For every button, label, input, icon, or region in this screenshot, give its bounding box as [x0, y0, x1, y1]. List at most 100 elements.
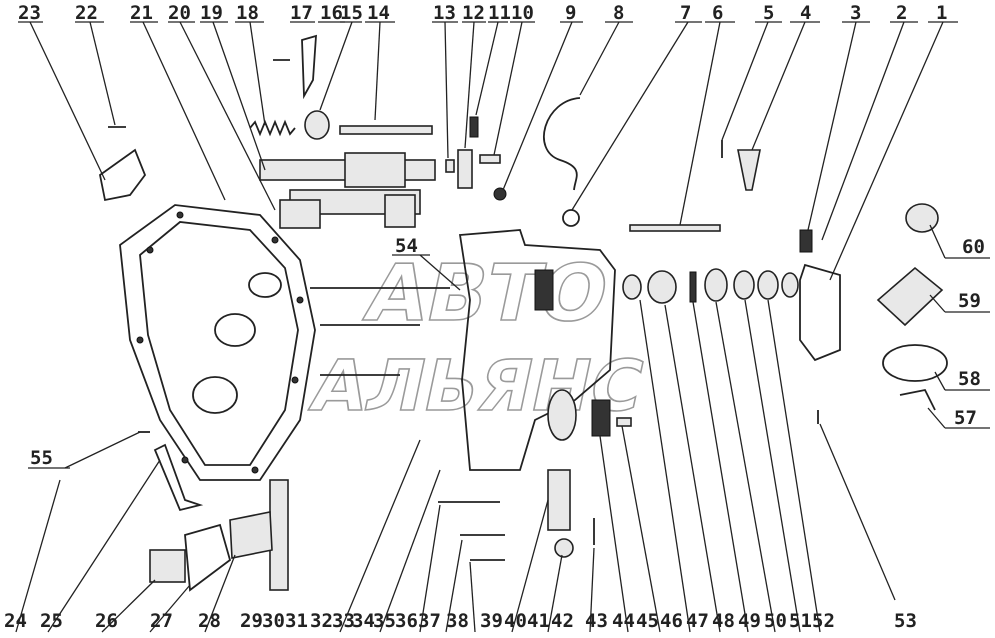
bottom-labels: 24 25 26 27 28 29 30 31 32 33 34 35 36 3… [4, 610, 917, 632]
o-ring [562, 209, 580, 227]
part-label: 34 [352, 610, 375, 632]
part-label: 8 [613, 2, 624, 24]
part-label: 43 [585, 610, 608, 632]
block-part [469, 116, 479, 138]
part-label: 19 [200, 2, 223, 24]
part-label: 25 [40, 610, 63, 632]
block-26 [149, 549, 186, 583]
part-label: 44 [612, 610, 635, 632]
gearbox-case [458, 229, 616, 471]
part-label: 58 [958, 368, 981, 390]
part-label: 3 [850, 2, 861, 24]
leader-lines [15, 21, 990, 633]
part-label: 48 [712, 610, 735, 632]
pin-47 [616, 417, 632, 427]
part-label: 57 [954, 407, 977, 429]
fork-part [301, 34, 317, 100]
part-label: 16 [320, 2, 343, 24]
right-labels: 60 59 58 57 [954, 236, 985, 429]
part-label: 53 [894, 610, 917, 632]
part-label: 39 [480, 610, 503, 632]
bearing-45 [547, 389, 577, 441]
part-label: 47 [686, 610, 709, 632]
part-label: 27 [150, 610, 173, 632]
part-label: 31 [285, 610, 308, 632]
part-label: 46 [660, 610, 683, 632]
part-label: 9 [565, 2, 576, 24]
part-label: 26 [95, 610, 118, 632]
bushing-59 [876, 266, 944, 327]
bolt-part [479, 154, 501, 164]
part-label: 11 [488, 2, 511, 24]
left-labels: 55 [30, 447, 53, 469]
part-label: 12 [462, 2, 485, 24]
hub-28 [229, 511, 273, 559]
ring-58 [882, 344, 948, 382]
plate-part [457, 149, 473, 189]
part-label: 37 [418, 610, 441, 632]
top-labels: 23 22 21 20 19 18 17 16 15 14 13 12 11 1… [18, 2, 947, 24]
part-label: 52 [812, 610, 835, 632]
part-label: 33 [332, 610, 355, 632]
part-label: 59 [958, 290, 981, 312]
part-label: 28 [198, 610, 221, 632]
part-label: 41 [527, 610, 550, 632]
clip-57 [899, 388, 936, 411]
part-label: 40 [504, 610, 527, 632]
spring-part [249, 119, 296, 137]
part-label: 29 [240, 610, 263, 632]
nut-part [493, 187, 507, 201]
lever-25 [153, 443, 204, 512]
bearing-stack [622, 268, 799, 304]
plug-43 [554, 538, 574, 558]
part-label: 51 [789, 610, 812, 632]
part-label: 22 [75, 2, 98, 24]
clip-3 [799, 229, 813, 253]
part-label: 60 [962, 236, 985, 258]
bracket-27 [184, 523, 232, 592]
end-cover [799, 263, 841, 362]
clip-part [445, 159, 455, 173]
part-label: 17 [290, 2, 313, 24]
bracket-part [99, 148, 147, 202]
transmission-housing [119, 204, 316, 481]
part-label: 49 [738, 610, 761, 632]
part-label: 54 [395, 235, 418, 257]
part-label: 13 [433, 2, 456, 24]
part-label: 32 [310, 610, 333, 632]
sensor-42 [547, 469, 571, 531]
part-label: 23 [18, 2, 41, 24]
wedge-part [737, 149, 761, 191]
part-label: 45 [636, 610, 659, 632]
part-label: 36 [395, 610, 418, 632]
center-labels: 54 [395, 235, 418, 257]
long-rod [629, 224, 721, 232]
part-label: 30 [262, 610, 285, 632]
small-gear-part [304, 110, 330, 140]
part-label: 38 [446, 610, 469, 632]
part-label: 20 [168, 2, 191, 24]
part-label: 24 [4, 610, 27, 632]
seal-60 [905, 203, 939, 233]
part-label: 50 [764, 610, 787, 632]
part-label: 5 [763, 2, 774, 24]
sensor-cable [543, 97, 581, 191]
part-label: 4 [800, 2, 811, 24]
part-label: 18 [236, 2, 259, 24]
big-gear-29 [269, 479, 289, 591]
rod-part [339, 125, 433, 135]
part-label: 6 [712, 2, 723, 24]
part-label: 35 [373, 610, 396, 632]
gear-shafts [259, 152, 436, 229]
part-label: 14 [367, 2, 390, 24]
part-label: 10 [511, 2, 534, 24]
block-46 [591, 399, 611, 437]
part-label: 7 [680, 2, 691, 24]
part-label: 2 [896, 2, 907, 24]
part-label: 42 [551, 610, 574, 632]
part-label: 21 [130, 2, 153, 24]
part-label: 1 [936, 2, 947, 24]
part-label: 15 [340, 2, 363, 24]
